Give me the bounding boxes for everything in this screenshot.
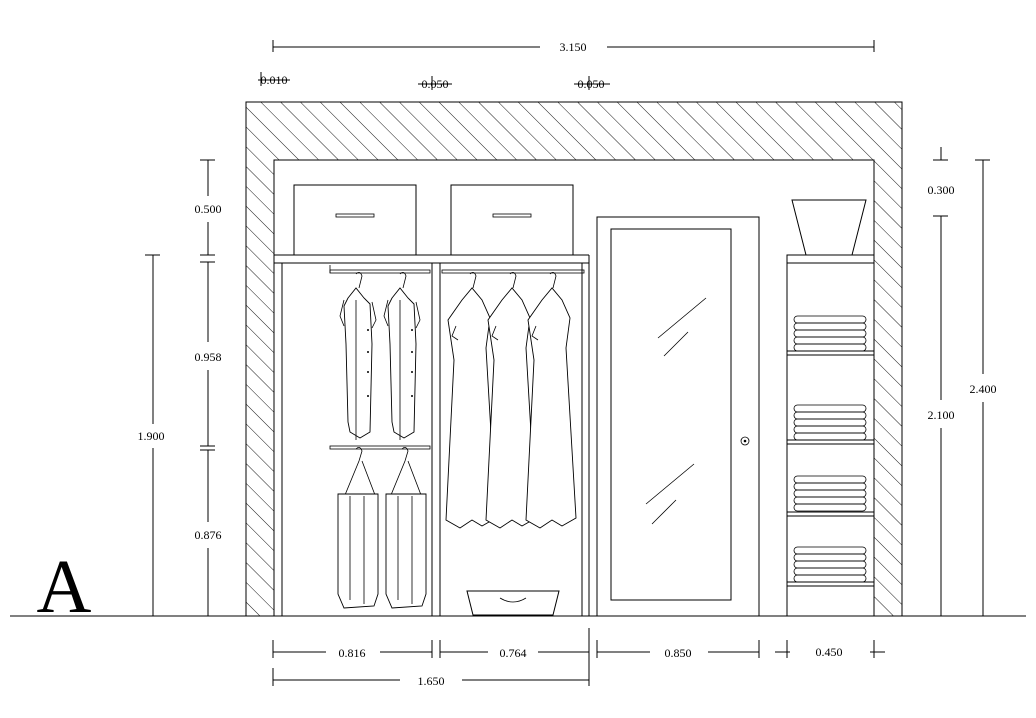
dim-label-bay1: 0.816 — [339, 646, 366, 660]
vase — [791, 199, 867, 256]
dim-label-overall: 3.150 — [560, 40, 587, 54]
dim-label-box: 0.500 — [195, 202, 222, 216]
dim-label-top-gap: 0.300 — [928, 183, 955, 197]
dim-label-right-inner: 2.100 — [928, 408, 955, 422]
shelf-unit — [786, 254, 875, 617]
dim-label-bay4: 0.450 — [816, 645, 843, 659]
folded-towels-4 — [793, 546, 867, 583]
dim-label-left-total: 1.900 — [138, 429, 165, 443]
dim-label-upper: 0.958 — [195, 350, 222, 364]
dim-overall-width: 3.150 — [272, 40, 875, 54]
dress-3 — [525, 272, 577, 529]
hanging-bays — [273, 254, 590, 616]
dim-left-total: 1.900 — [138, 254, 165, 616]
dim-small-gaps: 0.010 0.050 0.050 — [258, 72, 610, 91]
section-label: A — [37, 545, 92, 629]
dim-left-segments: 0.500 0.958 0.876 — [195, 159, 222, 616]
laundry-basket — [466, 590, 560, 616]
folded-towels-2 — [793, 404, 867, 441]
dim-right-total: 2.400 — [970, 159, 997, 616]
dim-label-bays12: 1.650 — [418, 674, 445, 688]
dim-label-right-total: 2.400 — [970, 382, 997, 396]
dim-label-lower: 0.876 — [195, 528, 222, 542]
dim-bottom-bays: 0.816 0.764 0.850 0.450 — [272, 628, 885, 686]
folded-towels-1 — [793, 315, 867, 352]
storage-box-left — [293, 184, 417, 256]
hanging-rod-upper-left — [329, 265, 431, 274]
shirt-1 — [339, 272, 377, 440]
trousers-1 — [337, 447, 379, 609]
mirror-door — [596, 216, 760, 617]
dim-label-gap-mid: 0.050 — [422, 77, 449, 91]
trousers-2 — [385, 447, 427, 609]
dress-2 — [485, 272, 537, 529]
dim-label-bay3: 0.850 — [665, 646, 692, 660]
dim-right-inner: 0.300 2.100 — [928, 147, 955, 616]
hanging-rod-lower-left — [329, 445, 431, 450]
shirt-2 — [383, 272, 421, 440]
storage-box-middle — [450, 184, 574, 256]
hanging-rod-middle — [441, 269, 585, 274]
dress-1 — [445, 272, 497, 529]
dim-bottom-combined: 1.650 — [272, 668, 589, 688]
dim-label-gap-right: 0.050 — [578, 77, 605, 91]
dim-label-bay2: 0.764 — [500, 646, 527, 660]
dim-label-wall: 0.010 — [261, 73, 288, 87]
folded-towels-3 — [793, 475, 867, 512]
